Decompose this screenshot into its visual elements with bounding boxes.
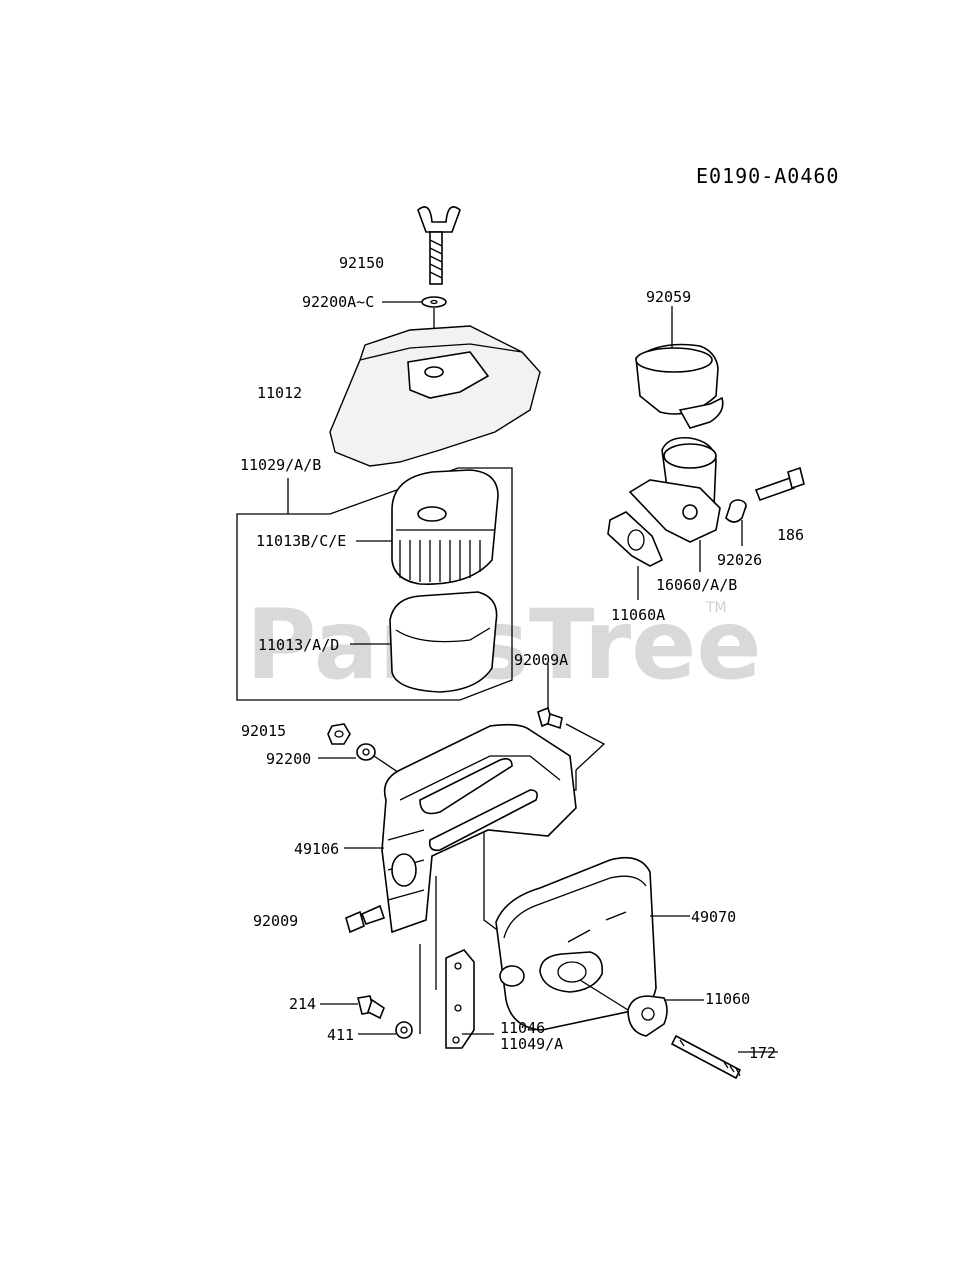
- label-92059[interactable]: 92059: [646, 288, 691, 306]
- washer-411-part[interactable]: [395, 1021, 413, 1039]
- bolt-92009-part[interactable]: [345, 904, 386, 934]
- label-214[interactable]: 214: [289, 995, 316, 1013]
- pre-filter-part[interactable]: [389, 591, 498, 693]
- label-11060[interactable]: 11060: [705, 990, 750, 1008]
- label-11049A[interactable]: 11049/A: [500, 1035, 563, 1053]
- muffler-cover-part[interactable]: [381, 723, 577, 934]
- label-92009A[interactable]: 92009A: [514, 651, 568, 669]
- bolt-214-part[interactable]: [357, 995, 385, 1020]
- muffler-part[interactable]: [495, 856, 657, 1031]
- elbow-hose-part[interactable]: [635, 343, 724, 429]
- bolt-92009A-part[interactable]: [537, 706, 563, 730]
- nut-part[interactable]: [327, 723, 351, 745]
- filter-element-part[interactable]: [391, 469, 499, 585]
- label-92015[interactable]: 92015: [241, 722, 286, 740]
- gasket-11060A-part[interactable]: [607, 511, 664, 567]
- washer-part[interactable]: [421, 296, 447, 308]
- label-172[interactable]: 172: [749, 1044, 776, 1062]
- label-92026[interactable]: 92026: [717, 551, 762, 569]
- label-92200AC[interactable]: 92200A~C: [302, 293, 374, 311]
- leader-gasket-axis: [579, 979, 629, 1011]
- label-11060A[interactable]: 11060A: [611, 606, 665, 624]
- filter-group-box: [236, 467, 513, 701]
- wing-bolt-part[interactable]: [417, 206, 461, 285]
- label-92009[interactable]: 92009: [253, 912, 298, 930]
- watermark-trademark: TM: [705, 600, 727, 616]
- air-cleaner-cover-part[interactable]: [329, 325, 541, 467]
- gasket-11060-part[interactable]: [627, 995, 668, 1037]
- leader-bracket-guides: [419, 876, 437, 1034]
- diagram-code: E0190-A0460: [696, 164, 839, 188]
- label-11046[interactable]: 11046: [500, 1019, 545, 1037]
- collar-part[interactable]: [725, 499, 747, 523]
- label-49070[interactable]: 49070: [691, 908, 736, 926]
- watermark-brand: PartsTree: [246, 589, 761, 701]
- stud-part[interactable]: [670, 1034, 742, 1080]
- label-411[interactable]: 411: [327, 1026, 354, 1044]
- bolt-186-part[interactable]: [754, 466, 805, 502]
- label-92200[interactable]: 92200: [266, 750, 311, 768]
- label-16060AB[interactable]: 16060/A/B: [656, 576, 737, 594]
- label-11012[interactable]: 11012: [257, 384, 302, 402]
- label-92150[interactable]: 92150: [339, 254, 384, 272]
- bracket-part[interactable]: [445, 949, 475, 1049]
- label-11013AD[interactable]: 11013/A/D: [258, 636, 339, 654]
- label-186[interactable]: 186: [777, 526, 804, 544]
- joint-part[interactable]: [628, 436, 721, 543]
- label-11029AB[interactable]: 11029/A/B: [240, 456, 321, 474]
- label-49106[interactable]: 49106: [294, 840, 339, 858]
- washer-92200-part[interactable]: [356, 743, 376, 761]
- label-11013BCE[interactable]: 11013B/C/E: [256, 532, 346, 550]
